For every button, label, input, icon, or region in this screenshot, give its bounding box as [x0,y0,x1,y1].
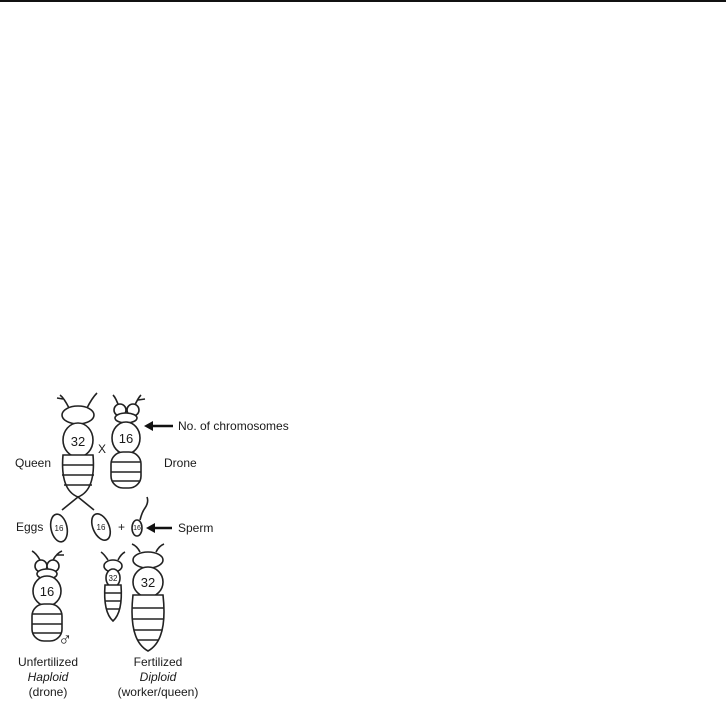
offspring-queen-head [133,552,163,568]
offspring-drone-left-antenna [32,551,40,560]
caption-right-line1: Fertilized [134,655,183,669]
offspring-worker-abdomen [105,585,122,621]
offspring-worker-number: 32 [109,574,118,583]
sperm-number: 16 [133,525,141,532]
queen-chromosome-number: 32 [71,434,85,449]
drone-label: Drone [164,456,197,470]
chromosomes-label: No. of chromosomes [178,419,289,433]
drone-figure: 16 [111,395,145,488]
offspring-queen-figure: 32 [132,544,164,651]
caption-left-line2: Haploid [28,670,69,684]
offspring-worker-left-antenna [101,552,108,560]
queen-left-antenna [57,395,69,408]
drone-abdomen [111,452,141,488]
offspring-queen-number: 32 [141,575,155,590]
offspring-queen-right-antenna [156,544,164,552]
caption-left-line1: Unfertilized [18,655,78,669]
egg-left-number: 16 [55,524,64,533]
cross-symbol: X [98,442,106,456]
sperm-arrow [146,523,172,533]
caption-right-line3: (worker/queen) [118,685,199,699]
chromosomes-arrow [144,421,173,431]
queen-label: Queen [15,456,51,470]
sperm-label: Sperm [178,521,213,535]
drone-chromosome-number: 16 [119,431,133,446]
queen-to-eggs-lines [62,497,94,510]
egg-left: 16 [48,513,69,544]
queen-abdomen [63,455,94,497]
egg-right: 16 [88,511,114,543]
caption-left-line3: (drone) [29,685,68,699]
offspring-worker-figure: 32 [101,552,125,621]
queen-figure: 32 [57,393,97,497]
male-symbol: ♂ [58,630,72,651]
offspring-drone-number: 16 [40,584,54,599]
eggs-label: Eggs [16,520,43,534]
queen-head [62,406,94,424]
plus-symbol: + [118,520,125,534]
offspring-drone-figure: 16 [32,551,64,641]
offspring-worker-right-antenna [118,552,125,560]
offspring-queen-abdomen [132,595,164,651]
sperm-figure: 16 [132,497,148,536]
egg-right-number: 16 [97,523,106,532]
queen-right-antenna [87,393,97,408]
offspring-queen-left-antenna [132,544,140,552]
offspring-drone-right-antenna [53,551,64,560]
sperm-tail [140,497,148,520]
caption-right-line2: Diploid [140,670,177,684]
